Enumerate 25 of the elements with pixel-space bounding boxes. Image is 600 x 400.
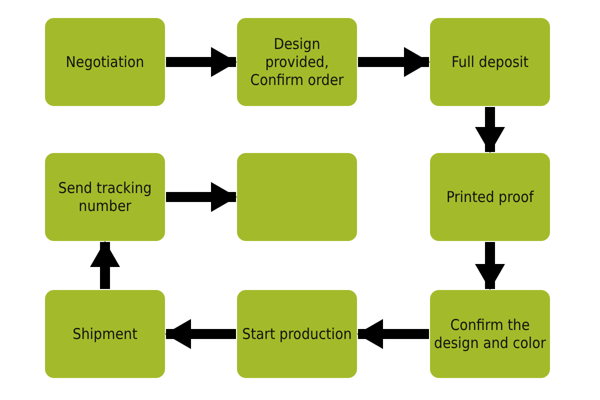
step-label: Confirm the design and color: [434, 316, 546, 352]
step-label: Full deposit: [451, 53, 529, 71]
arrow: [166, 47, 237, 77]
process-box: [237, 18, 357, 106]
step-label: Negotiation: [66, 53, 144, 71]
arrow: [475, 107, 505, 153]
arrow: [475, 242, 505, 290]
process-box: [430, 18, 550, 106]
arrow: [165, 319, 236, 349]
process-box: [45, 290, 165, 378]
empty-box: [237, 153, 357, 241]
arrow: [90, 241, 120, 289]
step-label: Shipment: [72, 325, 138, 343]
process-box: [237, 290, 357, 378]
step-label: Printed proof: [446, 188, 534, 206]
step-label: Design provided, Confirm order: [249, 35, 345, 89]
process-box: [430, 153, 550, 241]
process-box: [430, 290, 550, 378]
arrow: [357, 319, 429, 349]
process-box: [45, 18, 165, 106]
step-label: Send tracking number: [57, 179, 153, 215]
arrow: [166, 182, 237, 212]
process-box: [45, 153, 165, 241]
arrow: [358, 47, 430, 77]
step-label: Start production: [242, 325, 352, 343]
